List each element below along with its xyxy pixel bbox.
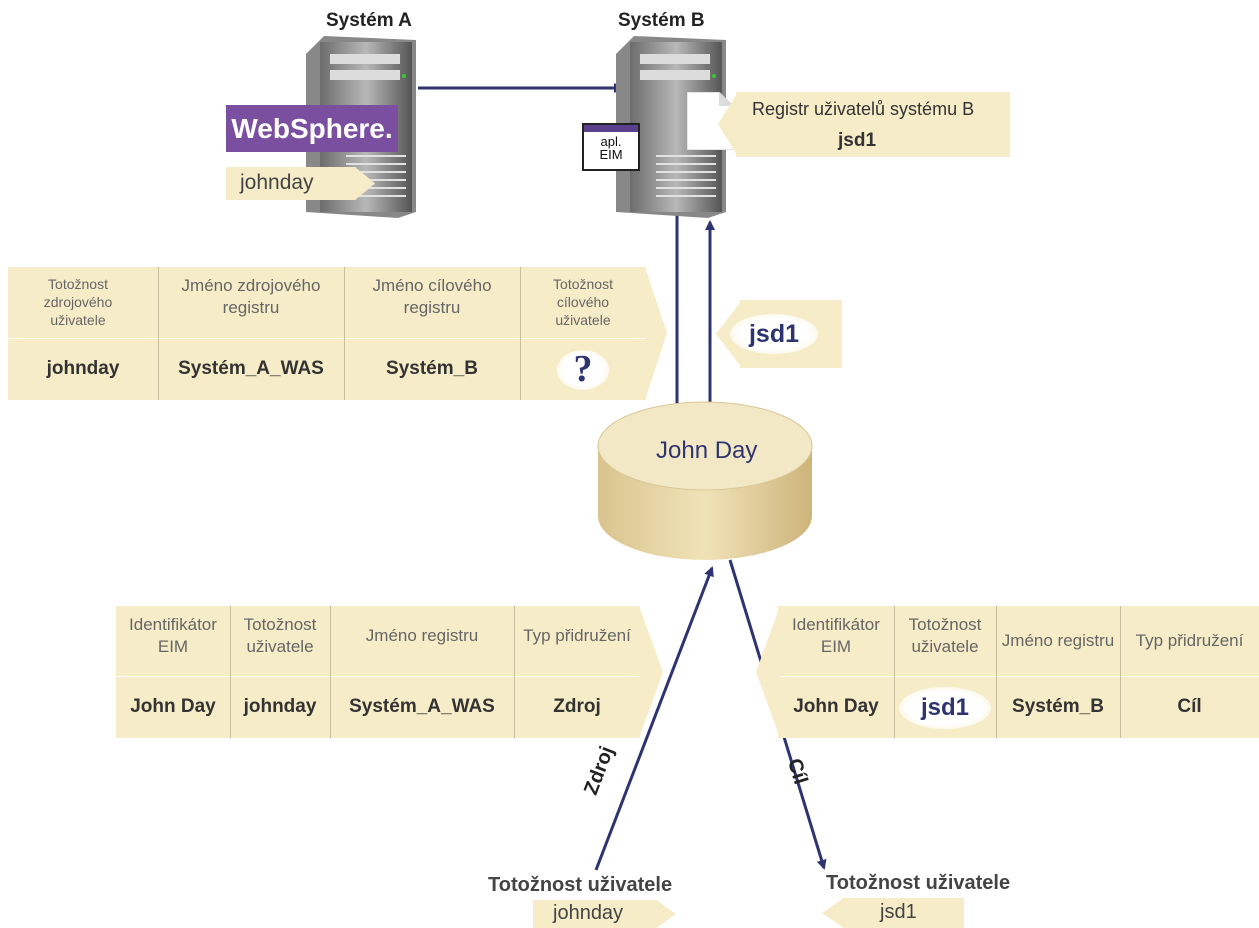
- system-a-title: Systém A: [326, 10, 412, 31]
- arrow-source-to-identifier: [594, 566, 714, 871]
- question-mark: ?: [573, 347, 593, 390]
- document-icon: [687, 92, 733, 150]
- col-divider: [158, 267, 159, 400]
- registry-b-box: [736, 92, 1010, 157]
- source-identity-tag: [533, 900, 657, 928]
- header-cell: Typ přidružení: [1135, 630, 1244, 650]
- source-identity-title: Totožnost uživatele: [488, 874, 673, 896]
- tag-arrow-tip: [656, 900, 676, 928]
- col-divider: [344, 267, 345, 400]
- row-divider: [116, 676, 640, 677]
- header-cell: Jméno cílového registru: [372, 275, 492, 317]
- registry-b-title: Registr uživatelů systému B: [752, 99, 975, 119]
- header-cell: Identifikátor EIM: [129, 614, 217, 656]
- source-association-table: Identifikátor EIM Totožnost uživatele Jm…: [116, 606, 640, 738]
- header-cell: Jméno registru: [365, 625, 479, 645]
- tag-arrow-tip: [639, 606, 663, 738]
- websphere-logo-text: WebSphere.: [231, 112, 393, 144]
- header-cell: Typ přidružení: [523, 625, 631, 645]
- target-identity-title: Totožnost uživatele: [826, 872, 1011, 894]
- header-cell: Totožnost uživatele: [243, 614, 317, 656]
- value-cell: Systém_A_WAS: [178, 358, 324, 380]
- unknown-target-cell: ?: [520, 339, 646, 400]
- eim-app-titlebar: [584, 125, 638, 132]
- system-b-title: Systém B: [618, 10, 705, 31]
- websphere-logo: WebSphere.: [226, 105, 398, 152]
- value-cell: Systém_B: [386, 358, 478, 380]
- identifier-label: John Day: [656, 437, 758, 464]
- system-a-user-tag: [226, 167, 356, 200]
- value-cell: Systém_B: [1012, 696, 1104, 718]
- value-cell: johnday: [46, 358, 120, 380]
- target-user-cell: jsd1: [894, 677, 996, 738]
- registry-b-user: jsd1: [838, 130, 877, 151]
- tag-arrow-tip: [756, 606, 780, 738]
- tag-arrow-tip: [822, 898, 844, 928]
- col-divider: [514, 606, 515, 738]
- source-identity-value: johnday: [553, 902, 624, 924]
- target-identity-tag: [842, 898, 964, 928]
- value-cell: johnday: [243, 696, 317, 718]
- header-cell: Totožnost uživatele: [908, 614, 982, 656]
- target-identity-value: jsd1: [880, 901, 917, 923]
- value-cell: John Day: [793, 696, 879, 718]
- tag-arrow-tip: [355, 167, 375, 200]
- target-user-badge: jsd1: [899, 686, 991, 729]
- header-cell: Jméno zdrojového registru: [181, 275, 321, 317]
- col-divider: [996, 606, 997, 738]
- eim-app-label: apl. EIM: [599, 134, 623, 162]
- row-divider: [778, 676, 1259, 677]
- value-cell: Systém_A_WAS: [349, 696, 495, 718]
- return-tag-text: jsd1: [748, 319, 800, 348]
- col-divider: [330, 606, 331, 738]
- header-cell: Totožnost zdrojového uživatele: [43, 275, 113, 329]
- target-association-table: Identifikátor EIM Totožnost uživatele Jm…: [778, 606, 1259, 738]
- header-cell: Totožnost cílového uživatele: [553, 275, 613, 329]
- target-user-text: jsd1: [920, 693, 970, 721]
- tag-arrow-tip: [716, 300, 742, 368]
- value-cell: John Day: [130, 696, 216, 718]
- col-divider: [1120, 606, 1121, 738]
- tag-arrow-tip: [718, 92, 738, 157]
- question-mark-badge: ?: [557, 348, 609, 390]
- lookup-table: Totožnost zdrojového uživatele Jméno zdr…: [8, 267, 646, 400]
- database-icon: [597, 401, 813, 560]
- value-cell: Cíl: [1177, 696, 1202, 718]
- header-cell: Identifikátor EIM: [792, 614, 880, 656]
- tag-arrow-tip: [645, 267, 667, 400]
- col-divider: [520, 267, 521, 400]
- row-divider: [8, 338, 646, 339]
- value-cell: Zdroj: [553, 696, 601, 718]
- eim-app-window: apl. EIM: [582, 123, 640, 171]
- server-icon: [616, 36, 726, 218]
- header-cell: Jméno registru: [1001, 630, 1115, 650]
- return-badge: jsd1: [730, 314, 818, 354]
- system-a-user-text: johnday: [240, 171, 314, 194]
- col-divider: [230, 606, 231, 738]
- col-divider: [894, 606, 895, 738]
